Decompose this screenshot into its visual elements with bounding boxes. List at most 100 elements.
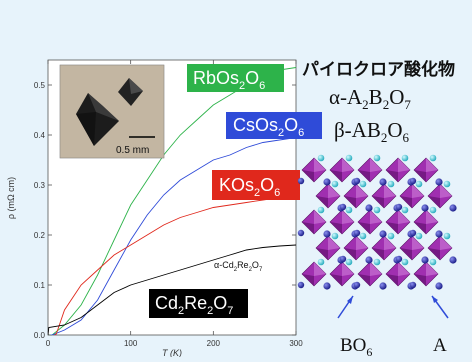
a-atom	[387, 232, 395, 240]
b-atom	[297, 229, 305, 237]
inset-scale-label: 0.5 mm	[116, 145, 149, 156]
f2-a: β-AB	[334, 118, 381, 142]
x-tick-label: 0	[46, 339, 51, 348]
octahedron-face	[426, 262, 438, 276]
b-atom	[365, 256, 373, 264]
b-atom	[435, 230, 443, 238]
octahedron-face	[314, 210, 326, 224]
octahedron-face	[370, 158, 382, 172]
a-atom	[317, 154, 325, 162]
acdre-end: O	[252, 260, 259, 270]
b-atom	[435, 282, 443, 290]
octahedron-shade	[372, 248, 384, 260]
cdre-sub3: 7	[227, 305, 233, 317]
a-atom	[429, 154, 437, 162]
b-atom	[449, 204, 457, 212]
a-atom	[345, 206, 353, 214]
kos-base: KOs	[219, 175, 254, 195]
svg-text:CsOs2O6: CsOs2O6	[233, 115, 304, 139]
series-line-1	[50, 137, 296, 335]
octahedron-shade	[414, 274, 426, 286]
series-line-2	[54, 194, 296, 335]
octahedron-face	[426, 210, 438, 224]
a-atom	[401, 258, 409, 266]
octahedron-face	[440, 236, 452, 250]
octahedron-shade	[316, 248, 328, 260]
octahedron-face	[370, 210, 382, 224]
octahedron-face	[398, 262, 410, 276]
acdre-base: α-Cd	[214, 260, 234, 270]
octahedron-face	[342, 262, 354, 276]
octahedron-shade	[330, 274, 342, 286]
acdre-mid: Re	[237, 260, 249, 270]
octahedron-shade	[330, 170, 342, 182]
alpha-cd2re2o7-label: α-Cd2Re2O7	[214, 260, 263, 273]
a-atom	[317, 258, 325, 266]
b-atom	[421, 204, 429, 212]
x-axis-label: T (K)	[162, 348, 182, 357]
y-tick-label: 0.2	[34, 231, 46, 240]
a-atom	[387, 180, 395, 188]
octahedron-shade	[400, 196, 412, 208]
octahedron-shade	[358, 222, 370, 234]
bo6-label: BO6	[340, 335, 372, 357]
bo6-sub: 6	[366, 345, 372, 357]
kos-mid: O	[260, 175, 274, 195]
a-site-label: A	[433, 335, 447, 356]
a-atom	[331, 232, 339, 240]
octahedron-face	[384, 236, 396, 250]
f1-c: O	[389, 85, 404, 109]
a-atom	[359, 180, 367, 188]
acdre-sub1: 2	[234, 267, 238, 273]
f2-b: O	[387, 118, 402, 142]
octahedron-face	[440, 184, 452, 198]
b-atom	[379, 230, 387, 238]
b-atom	[421, 256, 429, 264]
a-atom	[443, 180, 451, 188]
octahedron-face	[328, 236, 340, 250]
octahedron-shade	[414, 170, 426, 182]
y-tick-label: 0.1	[34, 281, 46, 290]
y-tick-label: 0.5	[34, 81, 46, 90]
f1-b: B	[369, 85, 383, 109]
a-atom	[373, 258, 381, 266]
y-tick-label: 0.4	[34, 131, 46, 140]
octahedron-shade	[344, 196, 356, 208]
crystal-photo-inset: 0.5 mm	[59, 64, 165, 159]
csos-mid: O	[284, 115, 298, 135]
x-tick-label: 100	[124, 339, 138, 348]
f1-s2: 2	[383, 97, 390, 112]
a-atom	[359, 232, 367, 240]
b-atom	[353, 281, 361, 289]
small-crystal	[118, 78, 143, 106]
octahedron-face	[314, 262, 326, 276]
f1-s3: 7	[404, 97, 411, 112]
a-atom	[429, 206, 437, 214]
cdre-mid: Re	[184, 293, 207, 313]
rbos-mid: O	[245, 68, 259, 88]
f1-a: α-A	[329, 85, 363, 109]
a-atom	[373, 154, 381, 162]
y-axis-label: ρ (mΩ cm)	[6, 177, 16, 219]
series-line-3	[48, 244, 296, 335]
cdre-sub2: 2	[207, 305, 213, 317]
octahedron-shade	[400, 248, 412, 260]
x-tick-label: 300	[289, 339, 303, 348]
b-atom	[323, 230, 331, 238]
octahedron-shade	[316, 196, 328, 208]
csos-sub1: 2	[278, 127, 284, 139]
b-atom	[297, 281, 305, 289]
svg-text:Cd2Re2O7: Cd2Re2O7	[155, 293, 233, 317]
b-atom	[395, 203, 403, 211]
a-atom	[317, 206, 325, 214]
octahedron-face	[384, 184, 396, 198]
bo6-arrow	[337, 295, 354, 319]
octahedron-face	[426, 158, 438, 172]
octahedron-shade	[386, 274, 398, 286]
a-atom	[443, 232, 451, 240]
acdre-sub3: 7	[259, 267, 263, 273]
b-atom	[365, 204, 373, 212]
rbos-base: RbOs	[193, 68, 239, 88]
octahedron-shade	[414, 222, 426, 234]
